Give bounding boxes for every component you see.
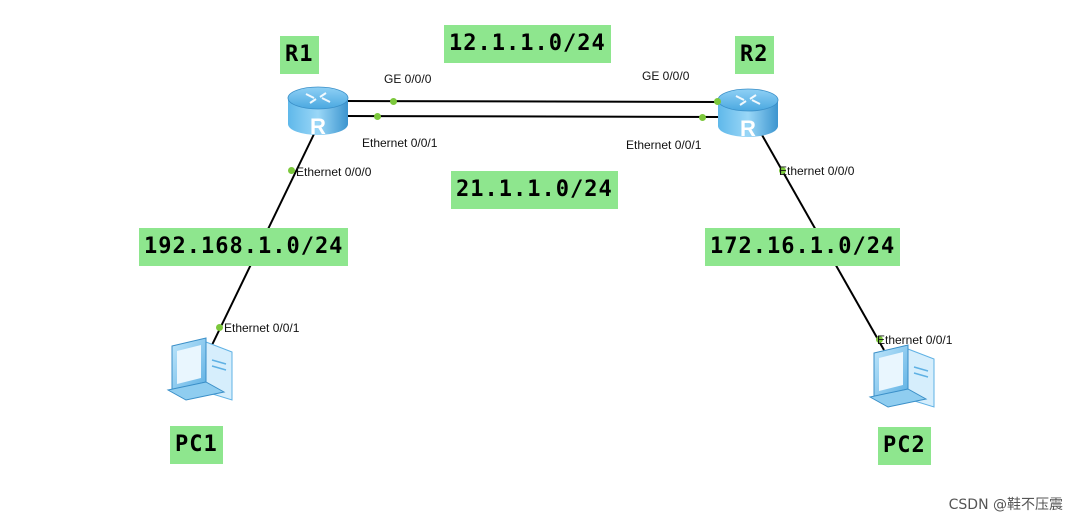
port-label-r2-eth01: Ethernet 0/0/1 <box>626 138 702 152</box>
svg-text:R: R <box>740 116 756 141</box>
network-label-172: 172.16.1.0/24 <box>705 228 901 266</box>
port-dot <box>876 336 883 343</box>
watermark: CSDN @鞋不压震 <box>948 497 1063 513</box>
router-icon[interactable]: R <box>717 88 779 141</box>
port-dot <box>374 113 381 120</box>
network-label-192: 192.168.1.0/24 <box>139 228 349 266</box>
network-label-12: 12.1.1.0/24 <box>444 25 611 63</box>
network-label-21: 21.1.1.0/24 <box>451 171 618 209</box>
port-label-r1-eth01: Ethernet 0/0/1 <box>362 136 438 150</box>
port-label-pc1-eth: Ethernet 0/0/1 <box>224 321 300 335</box>
port-label-pc2-eth: Ethernet 0/0/1 <box>877 333 953 347</box>
device-label-r2: R2 <box>735 36 774 74</box>
port-label-r1-ge: GE 0/0/0 <box>384 72 432 86</box>
device-label-r1: R1 <box>280 36 319 74</box>
port-dot <box>390 98 397 105</box>
link-r1-r2-ge <box>344 100 721 103</box>
port-dot <box>288 167 295 174</box>
port-dot <box>779 167 786 174</box>
port-dot <box>699 114 706 121</box>
router-icon[interactable]: R <box>287 86 349 139</box>
link-r1-r2-eth <box>344 115 721 118</box>
device-label-pc2: PC2 <box>878 427 931 465</box>
port-dot <box>714 98 721 105</box>
port-dot <box>216 324 223 331</box>
port-label-r2-eth00: Ethernet 0/0/0 <box>779 164 855 178</box>
port-label-r2-ge: GE 0/0/0 <box>642 69 690 83</box>
pc-icon[interactable] <box>868 344 935 408</box>
port-label-r1-eth00: Ethernet 0/0/0 <box>296 165 372 179</box>
pc-icon[interactable] <box>166 337 233 401</box>
svg-text:R: R <box>310 114 326 139</box>
device-label-pc1: PC1 <box>170 426 223 464</box>
